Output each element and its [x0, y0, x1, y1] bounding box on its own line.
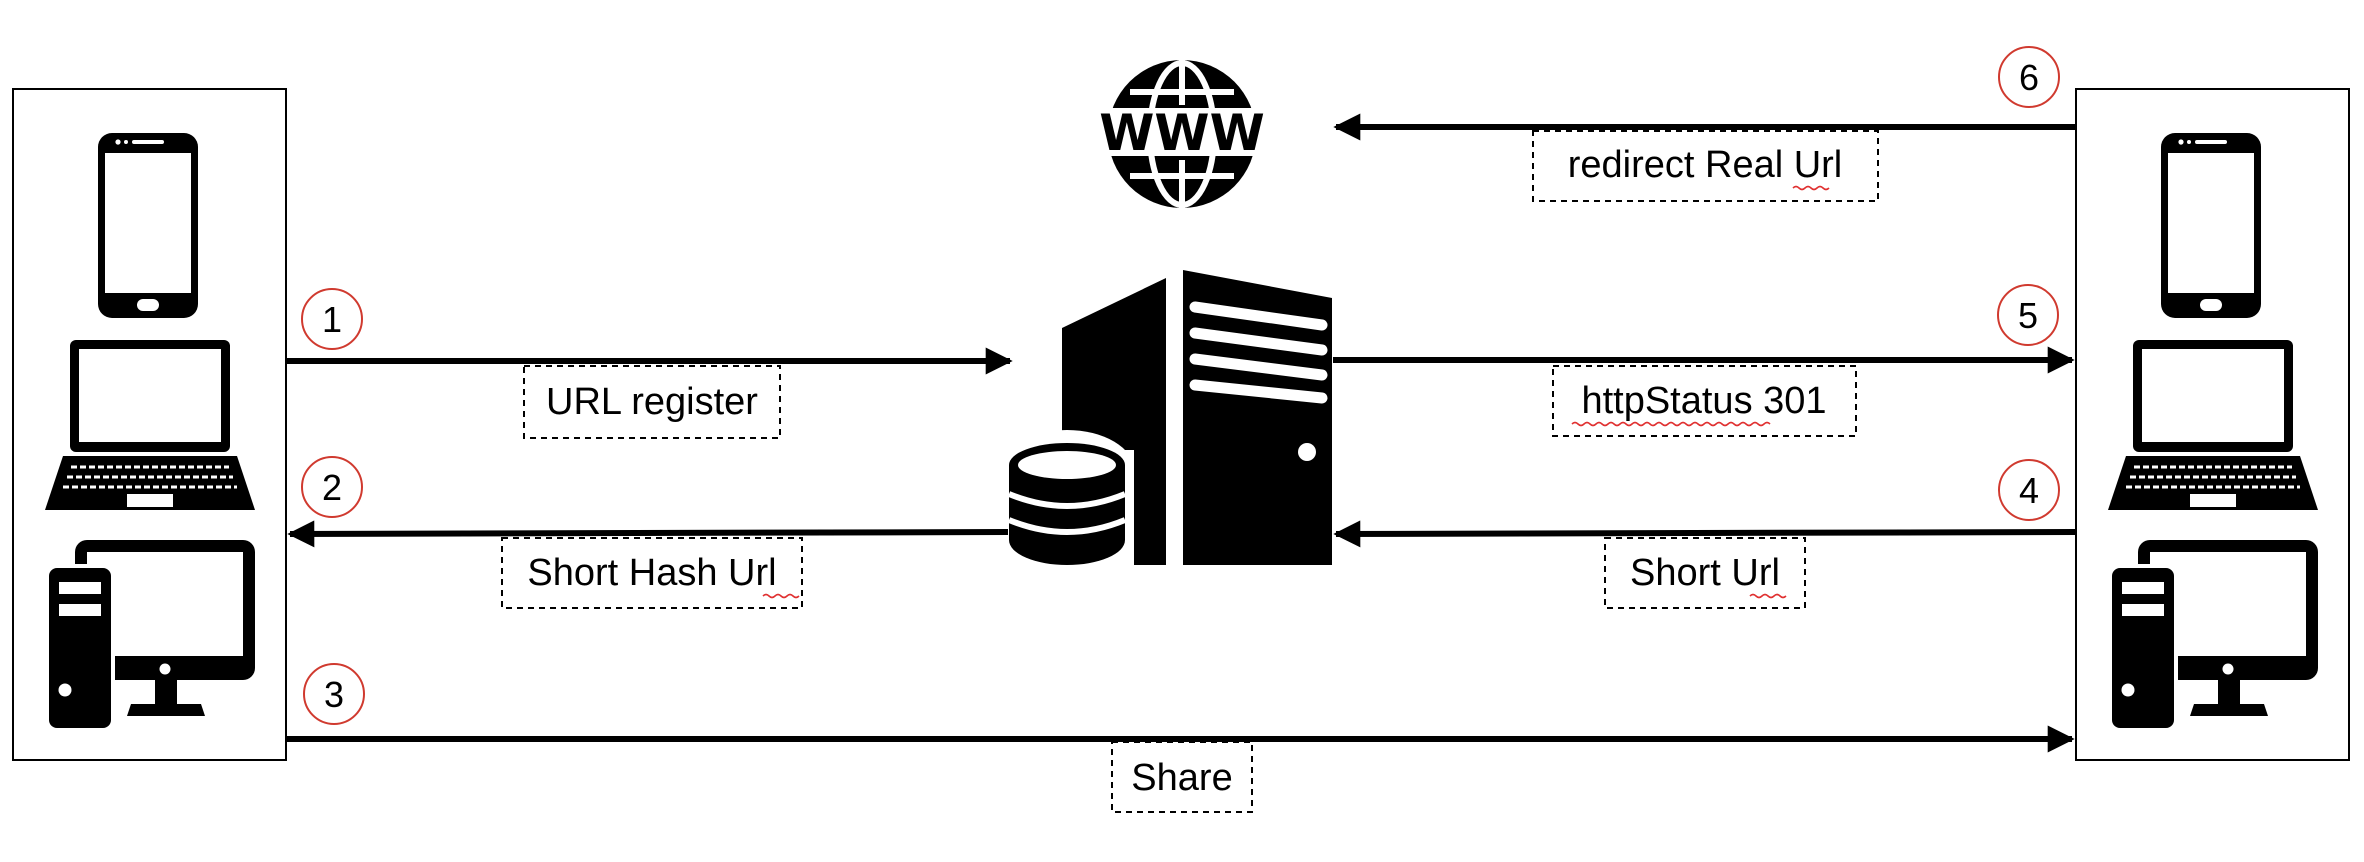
desktop-computer-icon [2108, 540, 2318, 732]
step-4-label: Short Url [1630, 552, 1780, 594]
label-box-short-url [1604, 537, 1806, 609]
desktop-computer-icon [45, 540, 255, 732]
step-4-badge: 4 [1998, 459, 2060, 521]
spellcheck-underlines [762, 185, 1830, 599]
step-5-badge: 5 [1997, 284, 2059, 346]
label-box-redirect-real-url [1532, 130, 1879, 202]
client-sender [12, 88, 287, 761]
client-sender-box [12, 88, 287, 761]
step-1-badge: 1 [301, 288, 363, 350]
arrow-short-hash-url [287, 520, 1009, 548]
www-globe-icon: WWW [1098, 58, 1266, 210]
step-1-number: 1 [322, 299, 342, 340]
client-receiver [2075, 88, 2350, 761]
step-2-label: Short Hash Url [527, 552, 776, 594]
step-6-number: 6 [2019, 57, 2039, 98]
step-5-label: httpStatus 301 [1581, 380, 1826, 422]
arrow-short-url [1333, 520, 2076, 548]
client-receiver-box [2075, 88, 2350, 761]
step-5-number: 5 [2018, 295, 2038, 336]
smartphone-icon [98, 133, 198, 318]
smartphone-icon [2161, 133, 2261, 318]
step-6-label: redirect Real Url [1568, 144, 1843, 186]
step-6-badge: 6 [1998, 46, 2060, 108]
globe-text: WWW [1099, 104, 1264, 162]
laptop-icon [43, 338, 257, 512]
step-1-label: URL register [546, 381, 758, 423]
label-box-url-register [523, 365, 781, 439]
step-4-number: 4 [2019, 470, 2039, 511]
step-2-badge: 2 [301, 456, 363, 518]
step-3-label: Share [1131, 757, 1232, 799]
laptop-icon [2106, 338, 2320, 512]
step-2-number: 2 [322, 467, 342, 508]
step-3-number: 3 [324, 674, 344, 715]
database-icon [1000, 430, 1134, 578]
label-box-short-hash-url [501, 537, 803, 609]
step-3-badge: 3 [303, 663, 365, 725]
label-box-share [1111, 741, 1253, 813]
